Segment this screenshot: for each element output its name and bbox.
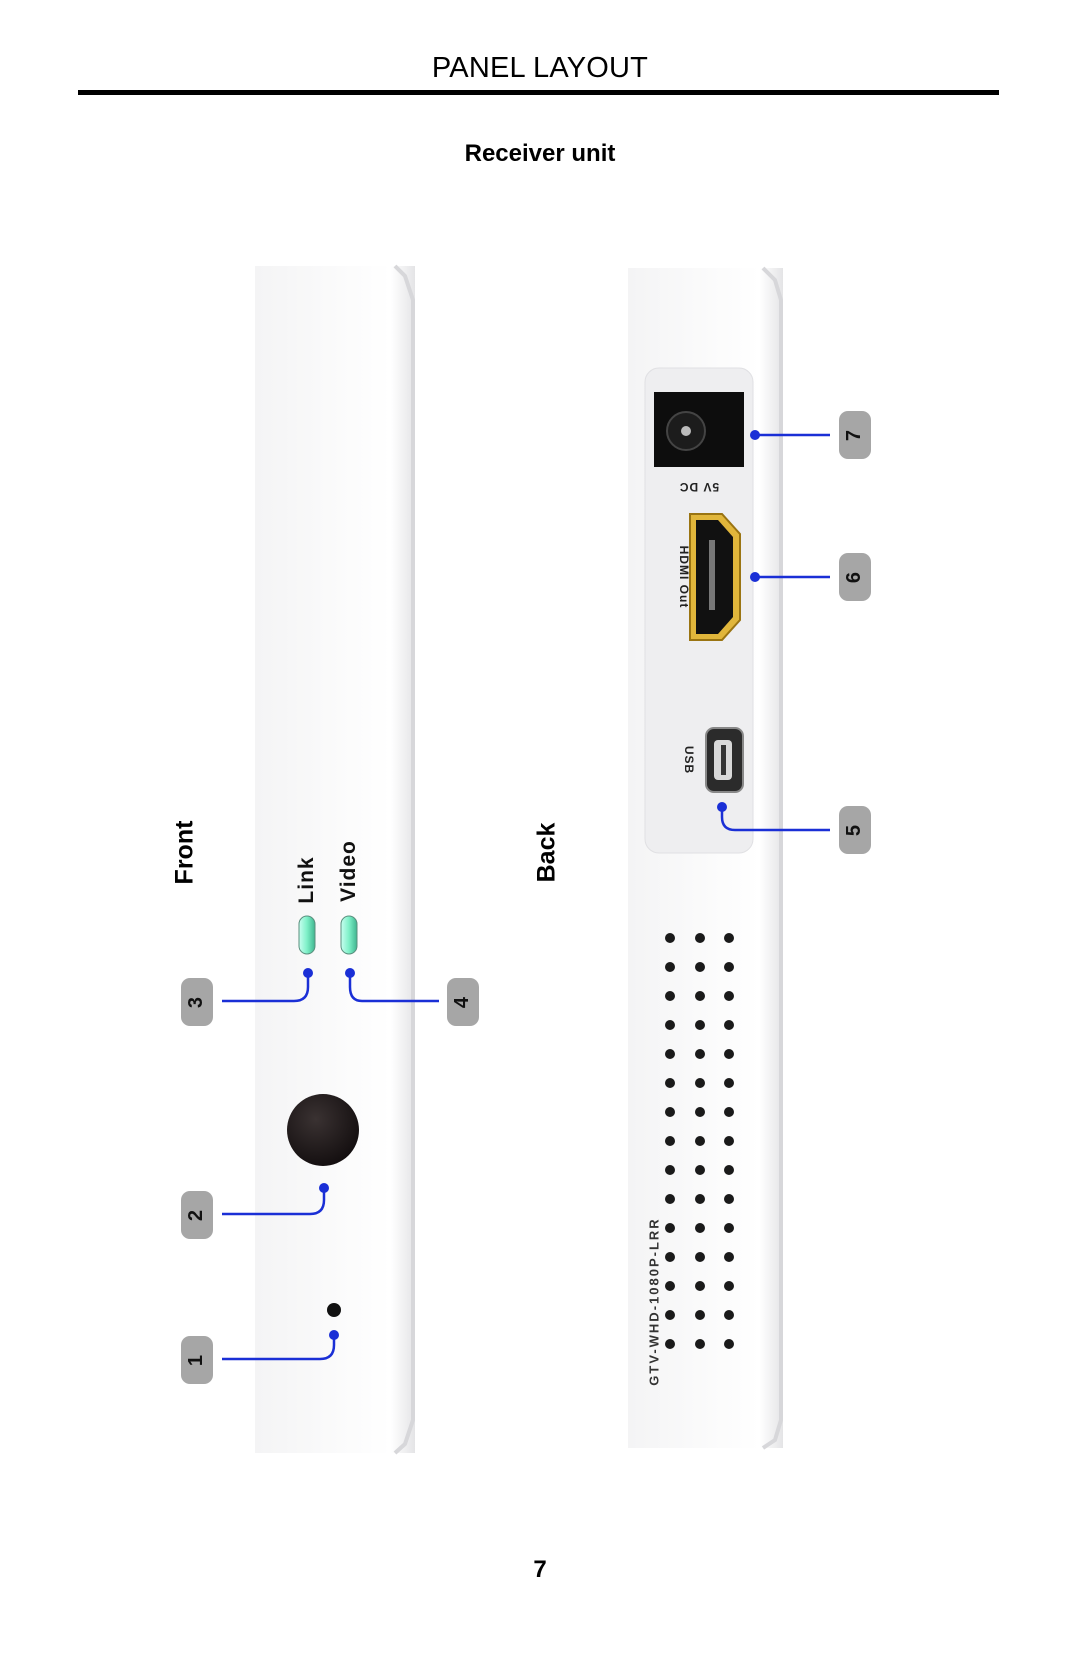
link-led [298,915,316,955]
vent-hole [665,1020,675,1030]
page-number: 7 [533,1556,547,1583]
vent-hole [724,991,734,1001]
pinhole [327,1303,341,1317]
callout-3: 3 [181,978,213,1026]
video-led [340,915,358,955]
vent-hole [665,1136,675,1146]
vent-hole [695,1310,705,1320]
leader-lines [222,433,830,1361]
vent-hole [695,1281,705,1291]
vent-hole [724,1049,734,1059]
vent-hole [665,933,675,943]
callout-7: 7 [839,411,871,459]
title-rule [78,90,999,95]
vent-hole [695,933,705,943]
section-subtitle: Receiver unit [464,140,616,167]
vent-hole [724,1020,734,1030]
vent-hole [665,991,675,1001]
vent-hole [665,1165,675,1175]
vent-hole [724,933,734,943]
vent-hole [724,1223,734,1233]
vent-hole [695,1194,705,1204]
vent-hole [695,1136,705,1146]
vent-hole [665,1223,675,1233]
vent-hole [724,962,734,972]
vent-hole [695,1252,705,1262]
vent-hole [695,991,705,1001]
front-label: Front [170,820,199,885]
vent-hole [665,1049,675,1059]
vent-hole [695,1223,705,1233]
callout-1: 1 [181,1336,213,1384]
video-led-label: Video [337,840,360,902]
vent-hole [665,1107,675,1117]
link-led-label: Link [295,856,318,904]
vent-hole [695,1107,705,1117]
vent-hole [724,1078,734,1088]
usb-port-label: USB [682,745,696,775]
leader-dots [303,430,760,1340]
vent-hole [724,1136,734,1146]
vent-hole [665,1281,675,1291]
page-title: PANEL LAYOUT [431,52,649,84]
vent-hole [724,1107,734,1117]
vent-hole [724,1194,734,1204]
callout-6: 6 [839,553,871,601]
front-button [287,1094,359,1166]
vent-hole [665,1194,675,1204]
hdmi-port-label: HDMI Out [677,545,691,609]
vent-hole [724,1252,734,1262]
vent-hole [665,1252,675,1262]
vent-hole [695,1078,705,1088]
power-port-label: 5V DC [678,480,720,494]
callout-5: 5 [839,806,871,854]
vent-hole [695,1020,705,1030]
back-panel [628,266,783,1450]
vent-hole [724,1339,734,1349]
vent-hole [695,962,705,972]
vent-hole [695,1165,705,1175]
vent-holes [665,933,734,1349]
vent-hole [724,1165,734,1175]
vent-hole [665,1310,675,1320]
front-panel [255,264,415,1455]
vent-hole [724,1310,734,1320]
vent-hole [665,1339,675,1349]
model-number-label: GTV-WHD-1080P-LRR [646,1217,662,1386]
vent-hole [665,962,675,972]
back-label: Back [532,822,561,883]
vent-hole [665,1078,675,1088]
vent-hole [695,1339,705,1349]
callout-2: 2 [181,1191,213,1239]
vent-hole [695,1049,705,1059]
callout-4: 4 [447,978,479,1026]
vent-hole [724,1281,734,1291]
